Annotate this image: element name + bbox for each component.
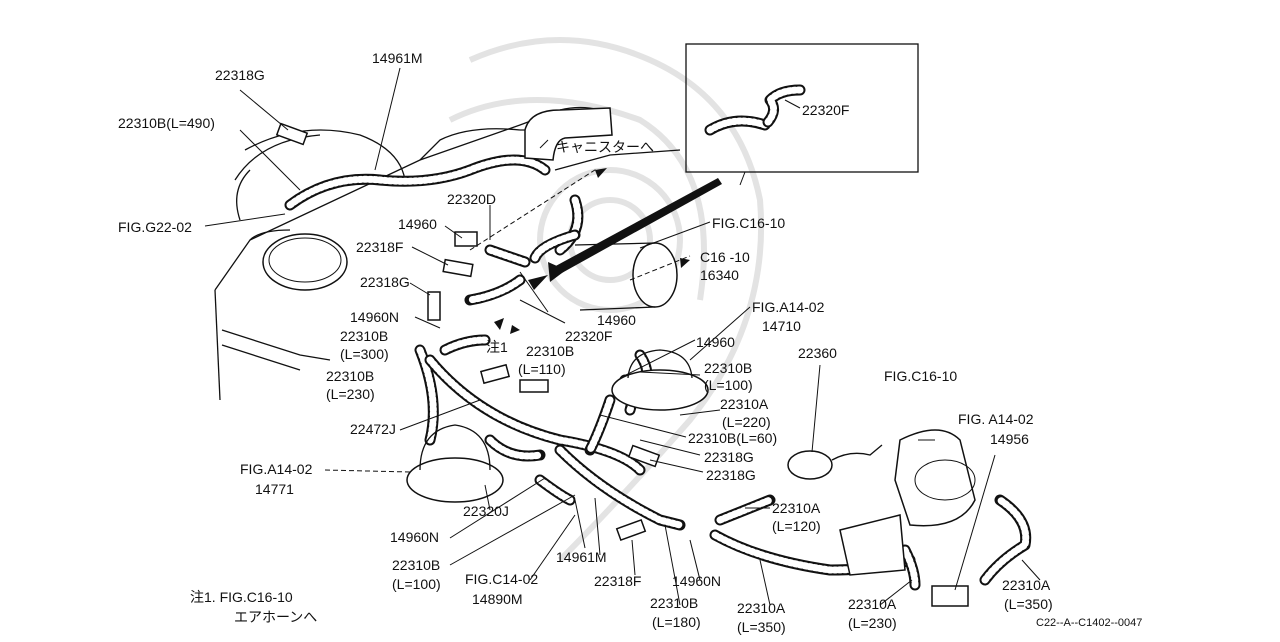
label-14961M-top: 14961M (372, 50, 423, 66)
label-14960N-b: 14960N (390, 529, 439, 545)
label-22310B-a: 22310B (340, 328, 388, 344)
label-22320F-inset: 22320F (802, 102, 849, 118)
part-labels: 22318G 22310B(L=490) 14961M FIG.G22-02 キ… (118, 50, 1142, 635)
label-figA1402-a: FIG.A14-02 (752, 299, 825, 315)
label-22310B-e: 22310B (392, 557, 440, 573)
label-note1: 注1. FIG.C16-10 (190, 589, 293, 605)
label-l120: (L=120) (772, 518, 821, 534)
label-22310A-d: 22310A (1002, 577, 1051, 593)
label-22318G-b: 22318G (360, 274, 410, 290)
label-22320J: 22320J (463, 503, 509, 519)
label-figC1610-a: FIG.C16-10 (712, 215, 785, 231)
label-14771: 14771 (255, 481, 294, 497)
label-note1-marker: 注1 (486, 339, 508, 355)
label-22472J: 22472J (350, 421, 396, 437)
inset-box (685, 43, 919, 173)
label-l350-b: (L=350) (1004, 596, 1053, 612)
label-22310B-c: 22310B (326, 368, 374, 384)
label-figC1402: FIG.C14-02 (465, 571, 538, 587)
label-figG2202: FIG.G22-02 (118, 219, 192, 235)
label-22318G-c: 22318G (704, 449, 754, 465)
label-22318G-d: 22318G (706, 467, 756, 483)
label-14960-b: 14960 (597, 312, 636, 328)
label-14961M-b: 14961M (556, 549, 607, 565)
label-l300: (L=300) (340, 346, 389, 362)
label-22310B-b: 22310B (526, 343, 574, 359)
label-l230-b: (L=230) (848, 615, 897, 631)
label-l350-c: (L=350) (737, 619, 786, 635)
label-22310B-f: 22310B (650, 595, 698, 611)
label-14960-a: 14960 (398, 216, 437, 232)
label-22318G-top: 22318G (215, 67, 265, 83)
label-22310A-e: 22310A (737, 600, 786, 616)
label-l220: (L=220) (722, 414, 771, 430)
label-l100-b: (L=100) (392, 576, 441, 592)
label-canister: キャニスターへ (556, 139, 654, 155)
label-drawing-code: C22--A--C1402--0047 (1036, 617, 1142, 629)
label-22318F-a: 22318F (356, 239, 403, 255)
label-14956: 14956 (990, 431, 1029, 447)
leader-lines (204, 67, 1041, 606)
label-22310B-d: 22310B (704, 360, 752, 376)
label-22310A-b: 22310A (772, 500, 821, 516)
label-22310B-60: 22310B(L=60) (688, 430, 777, 446)
label-l110: (L=110) (518, 361, 566, 377)
label-figA1402-b: FIG. A14-02 (958, 411, 1034, 427)
label-14960N-a: 14960N (350, 309, 399, 325)
label-l180: (L=180) (652, 614, 701, 630)
label-22310A-a: 22310A (720, 396, 769, 412)
label-figA1402-c: FIG.A14-02 (240, 461, 313, 477)
label-c1610: C16 -10 (700, 249, 750, 265)
air-cleaner-left (234, 129, 406, 291)
label-14960-c: 14960 (696, 334, 735, 350)
label-figC1610-b: FIG.C16-10 (884, 368, 957, 384)
label-14890M: 14890M (472, 591, 523, 607)
label-22320F-b: 22320F (565, 328, 612, 344)
label-14960N-c: 14960N (672, 573, 721, 589)
label-22318F-b: 22318F (594, 573, 641, 589)
label-22360: 22360 (798, 345, 837, 361)
label-note1-sub: エアホーンへ (234, 609, 317, 625)
label-22320D: 22320D (447, 191, 496, 207)
label-14710: 14710 (762, 318, 801, 334)
label-22310B-490: 22310B(L=490) (118, 115, 215, 131)
label-22310A-f: 22310A (848, 596, 897, 612)
label-l100-a: (L=100) (704, 377, 753, 393)
label-l230-a: (L=230) (326, 386, 375, 402)
label-16340: 16340 (700, 267, 739, 283)
components (275, 107, 976, 607)
